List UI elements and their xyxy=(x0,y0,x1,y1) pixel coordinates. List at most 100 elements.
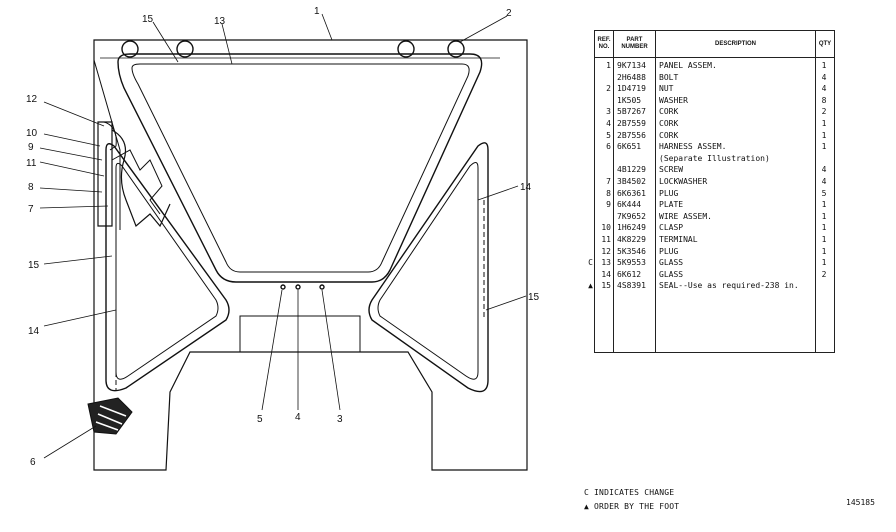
table-row: C 13 5K9553 GLASS 1 xyxy=(588,257,834,268)
ref-no-cell: 9 xyxy=(606,200,611,210)
part-number-cell: 2B7559 xyxy=(617,119,646,128)
plate xyxy=(97,121,113,227)
left-window-outer xyxy=(105,143,230,392)
description-cell: CORK xyxy=(659,119,679,128)
callout-1: 1 xyxy=(314,6,320,17)
wire-assembly xyxy=(111,129,171,228)
harness-connector xyxy=(87,397,133,435)
quantity-cell: 1 xyxy=(821,130,827,140)
quantity-cell: 1 xyxy=(821,200,827,210)
description-cell: HARNESS ASSEM. xyxy=(659,142,727,152)
ref-no-cell: 4 xyxy=(606,119,611,128)
callout-15-right: 15 xyxy=(528,292,540,303)
part-number-cell: 6K6361 xyxy=(617,188,646,198)
ref-no-cell: 7 xyxy=(606,177,611,186)
table-row: 12 5K3546 PLUG 1 xyxy=(595,246,834,257)
callout-8: 8 xyxy=(28,182,34,193)
table-row: (Separate Illustration) xyxy=(595,153,834,164)
description-cell: PLATE xyxy=(659,200,684,210)
header-description: DESCRIPTION xyxy=(714,41,756,47)
callout-14-left: 14 xyxy=(28,326,40,337)
header-ref-no: REF. NO. xyxy=(597,37,611,50)
description-cell: (Separate Illustration) xyxy=(659,153,770,163)
right-window-outer xyxy=(368,142,489,393)
table-row: 9 6K444 PLATE 1 xyxy=(595,199,834,210)
callout-15-top: 15 xyxy=(142,14,154,25)
ref-mark-cell: C xyxy=(588,258,593,268)
cork-4 xyxy=(295,284,301,290)
callout-2: 2 xyxy=(506,8,512,19)
part-number-cell: 5K9553 xyxy=(617,258,646,268)
part-number-cell: 1K505 xyxy=(617,95,642,105)
part-number-cell: 3B4502 xyxy=(617,177,646,186)
quantity-cell: 1 xyxy=(821,258,827,268)
description-cell: BOLT xyxy=(659,72,679,82)
quantity-cell: 1 xyxy=(821,61,827,70)
callout-11: 11 xyxy=(26,158,37,169)
part-number-cell: 1D4719 xyxy=(617,84,646,94)
frame-left-cut xyxy=(93,40,121,230)
ref-no-cell: 3 xyxy=(606,107,611,117)
plug-12 xyxy=(103,121,117,151)
description-cell: GLASS xyxy=(659,258,684,268)
description-cell: CORK xyxy=(659,107,679,117)
part-number-cell: 6K651 xyxy=(617,142,642,152)
ref-mark-cell: ▲ xyxy=(588,281,593,291)
ref-no-cell: 13 xyxy=(601,258,611,268)
part-number-cell: 6K444 xyxy=(617,200,642,210)
description-cell: SEAL--Use as required-238 in. xyxy=(659,281,799,291)
description-cell: PLUG xyxy=(659,246,679,256)
description-cell: SCREW xyxy=(659,165,684,175)
quantity-cell: 1 xyxy=(821,211,827,221)
ref-no-cell: 10 xyxy=(601,223,611,233)
bolt-left-2 xyxy=(176,40,194,58)
frame-outline xyxy=(93,39,528,471)
center-crossbar xyxy=(239,315,361,353)
cork-5 xyxy=(280,284,286,290)
zigzag-harness xyxy=(111,149,163,215)
ref-no-cell: 1 xyxy=(606,61,611,70)
part-number-cell: 7K9652 xyxy=(617,211,646,221)
quantity-cell: 8 xyxy=(821,95,827,105)
quantity-cell: 1 xyxy=(821,246,827,256)
ref-no-cell: 8 xyxy=(606,188,611,198)
callout-15-left: 15 xyxy=(28,260,40,271)
callout-6: 6 xyxy=(30,457,36,468)
description-cell: PLUG xyxy=(659,188,679,198)
figure-number: 145185 xyxy=(846,498,875,507)
quantity-cell: 4 xyxy=(821,72,827,82)
callout-4: 4 xyxy=(295,412,301,423)
left-window-inner xyxy=(115,162,219,380)
ref-no-cell: 15 xyxy=(601,281,611,291)
callout-13: 13 xyxy=(214,16,226,27)
top-window-inner xyxy=(131,63,470,273)
part-number-cell: 5B7267 xyxy=(617,107,646,117)
cork-3 xyxy=(319,284,325,290)
note-change: C INDICATES CHANGE xyxy=(584,488,675,497)
part-number-cell: 2H6488 xyxy=(617,72,646,82)
harness-stripes xyxy=(95,405,127,431)
bolt-right-1 xyxy=(397,40,415,58)
description-cell: PANEL ASSEM. xyxy=(659,61,717,70)
ref-no-cell: 2 xyxy=(606,84,611,94)
callout-5: 5 xyxy=(257,414,263,425)
description-cell: CORK xyxy=(659,130,679,140)
description-cell: NUT xyxy=(659,84,674,94)
bolt-right-2 xyxy=(447,40,465,58)
note-order-by-foot: ▲ ORDER BY THE FOOT xyxy=(584,502,680,511)
header-qty: QTY xyxy=(818,41,832,47)
right-window-inner xyxy=(377,162,479,380)
callout-3: 3 xyxy=(337,414,343,425)
part-number-cell: 5K3546 xyxy=(617,246,646,256)
ref-no-cell: 6 xyxy=(606,142,611,152)
ref-no-cell: 12 xyxy=(601,246,611,256)
quantity-cell: 5 xyxy=(821,188,827,198)
part-number-cell: 4B1229 xyxy=(617,165,646,175)
description-cell: GLASS xyxy=(659,269,684,279)
